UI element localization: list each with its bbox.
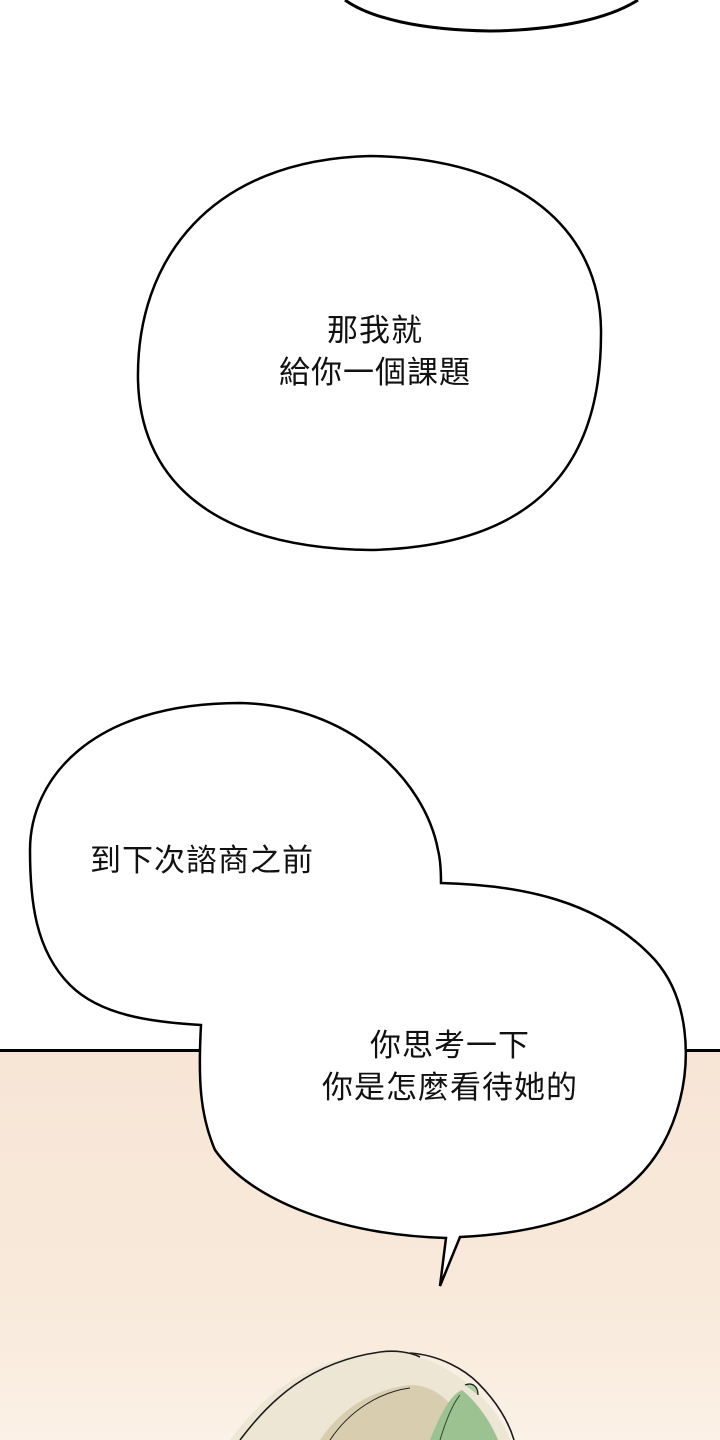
character-hair (230, 1350, 515, 1440)
speech-line: 那我就 (327, 313, 423, 349)
speech-text-1: 那我就 給你一個課題 (235, 310, 515, 394)
speech-bubble-1 (136, 154, 603, 552)
speech-line: 你是怎麼看待她的 (322, 1070, 578, 1106)
speech-line: 給你一個課題 (279, 355, 471, 391)
speech-bubble-2-3-merged (28, 701, 687, 1287)
speech-line: 你思考一下 (370, 1028, 530, 1064)
speech-line: 到下次諮商之前 (90, 843, 314, 879)
speech-text-2: 到下次諮商之前 (90, 840, 380, 882)
speech-text-3: 你思考一下 你是怎麼看待她的 (270, 1025, 630, 1109)
speech-bubble-top-partial (344, 0, 639, 33)
